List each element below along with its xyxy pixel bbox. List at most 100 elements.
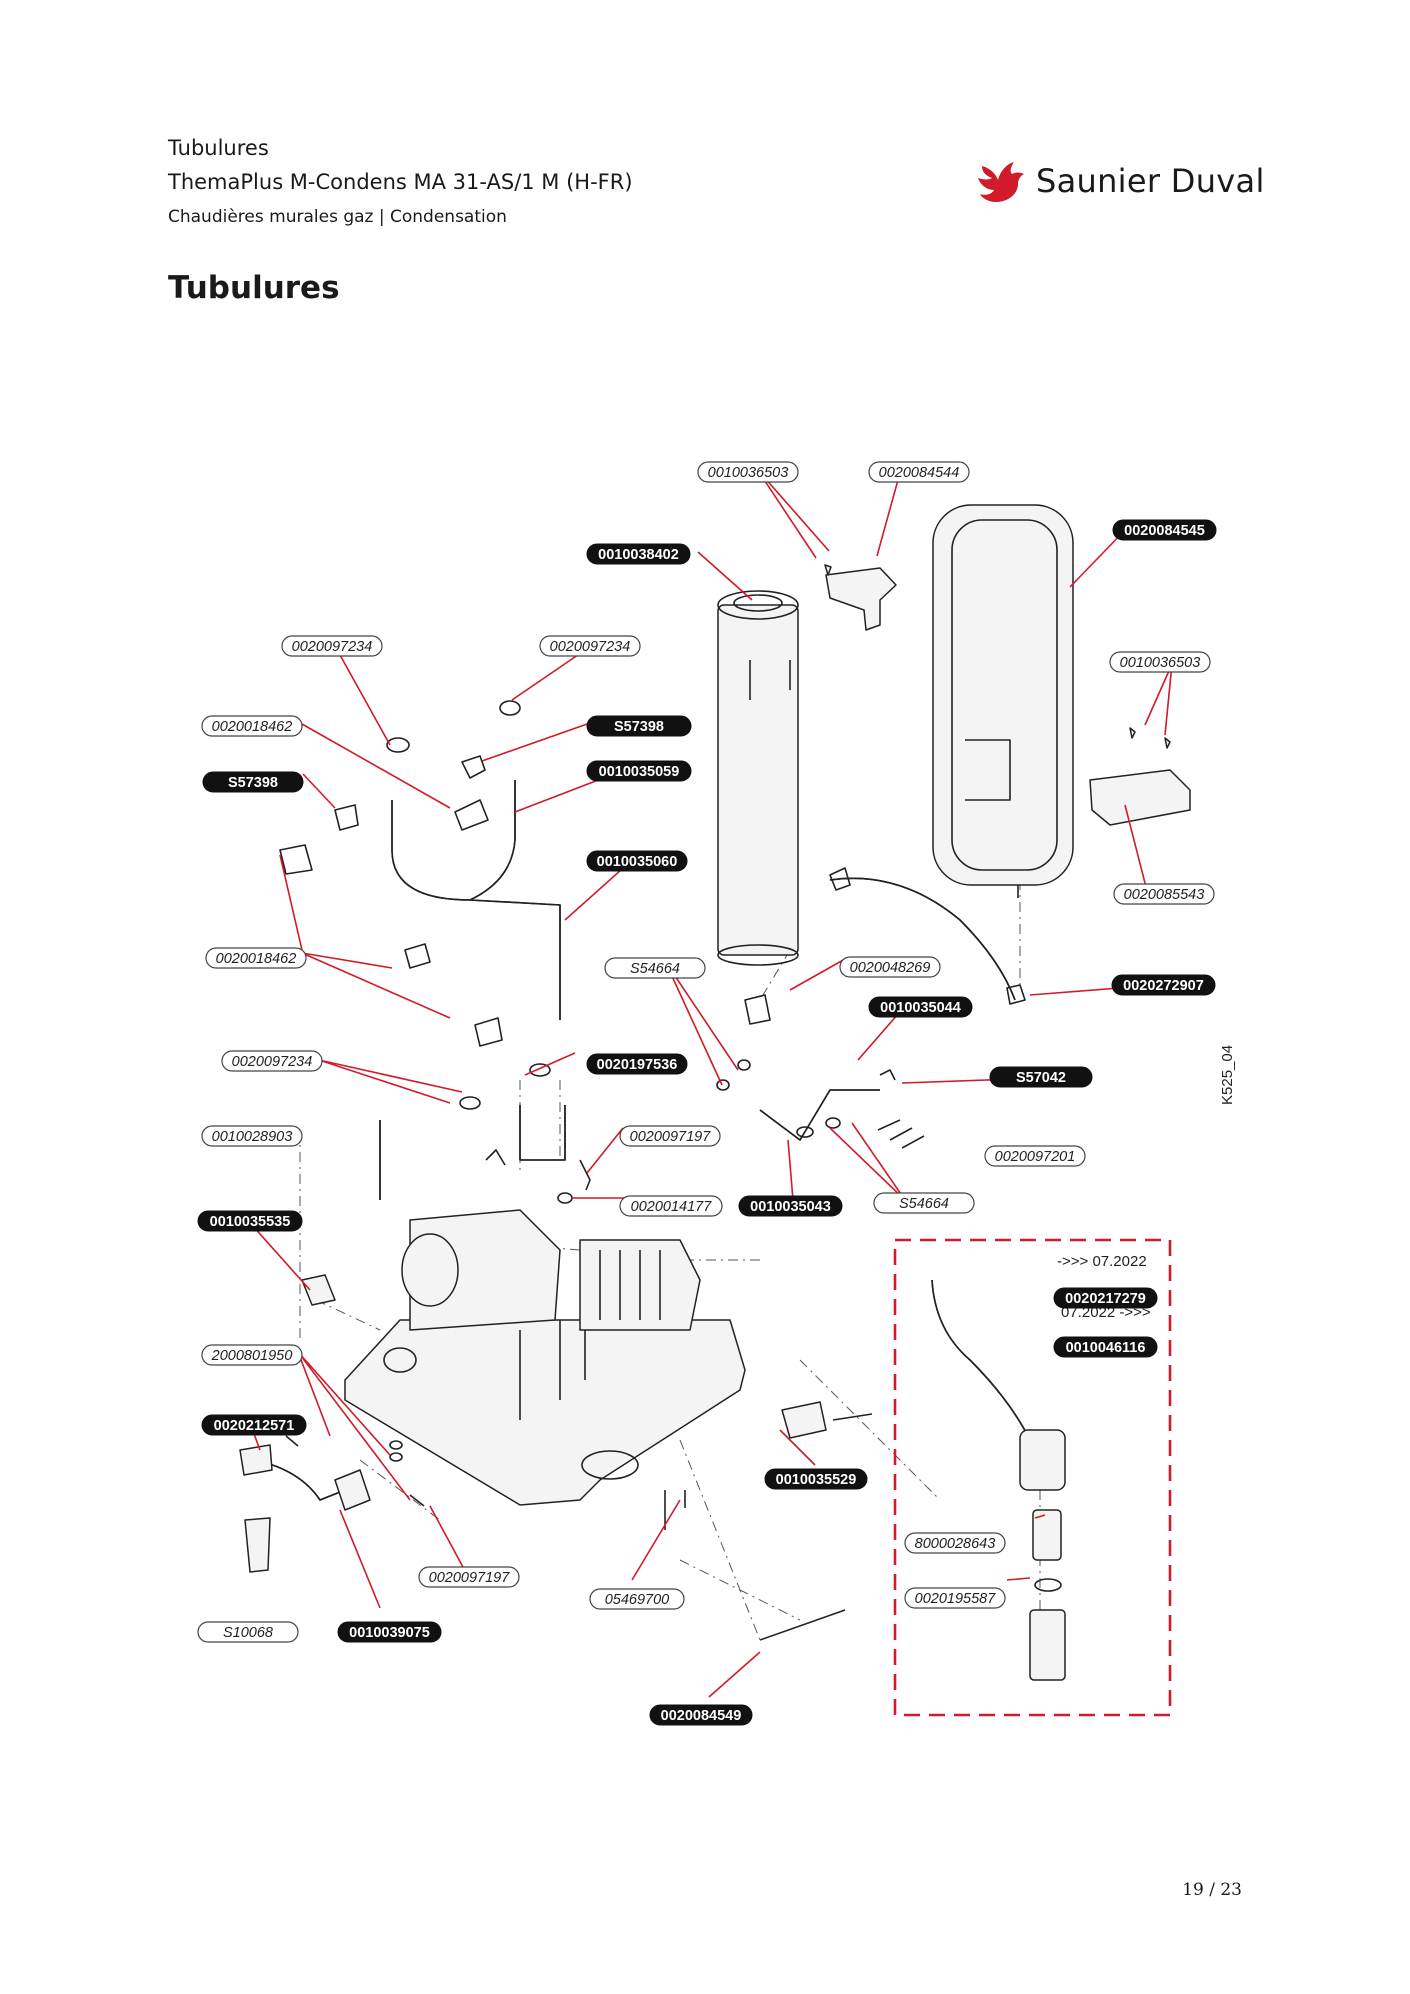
header-category: Chaudières murales gaz | Condensation: [168, 207, 507, 227]
part-number: 0010039075: [349, 1625, 430, 1641]
part-label: 0010036503: [1109, 651, 1211, 673]
part-label-pill: [1112, 519, 1217, 541]
page-number: 19 / 23: [1182, 1880, 1242, 1900]
part-label-pill: [197, 1210, 303, 1232]
part-number: 0010035043: [750, 1199, 831, 1215]
part-number: 0020014177: [631, 1199, 713, 1215]
part-label-pill: [873, 1192, 975, 1214]
part-label-pill: [202, 771, 304, 793]
part-number: 0020097234: [550, 639, 631, 655]
part-label-pill: [586, 1053, 688, 1075]
part-label: S10068: [197, 1621, 299, 1643]
part-label-pill: [201, 1414, 307, 1436]
part-label: S57398: [586, 715, 692, 737]
part-label: 0020097234: [539, 635, 641, 657]
part-label: S57398: [202, 771, 304, 793]
header-section: Tubulures: [168, 136, 269, 160]
part-label-pill: [1113, 883, 1215, 905]
part-label-pill: [221, 1050, 323, 1072]
part-number: S54664: [899, 1196, 949, 1212]
small-parts: [239, 564, 1171, 1573]
part-label-pill: [586, 760, 692, 782]
bird-logo-icon: [978, 162, 1024, 202]
part-label: 0020097197: [418, 1566, 520, 1588]
part-label: 2000801950: [201, 1344, 303, 1366]
part-label-pill: [586, 850, 688, 872]
part-number: S57042: [1016, 1070, 1066, 1086]
part-number: 0010035044: [880, 1000, 961, 1016]
part-label: 0010035043: [738, 1195, 843, 1217]
part-label: 0010046116: [1053, 1336, 1158, 1358]
part-label-pill: [201, 1125, 303, 1147]
part-label: 0010038402: [586, 543, 691, 565]
part-label-pill: [201, 715, 303, 737]
part-number: S10068: [223, 1625, 273, 1641]
part-number: 0020217279: [1065, 1291, 1146, 1307]
storage-cylinder: [717, 590, 799, 966]
part-label: S54664: [604, 957, 706, 979]
part-label: 0020085543: [1113, 883, 1215, 905]
part-label: 0010035535: [197, 1210, 303, 1232]
part-label: 0010035059: [586, 760, 692, 782]
part-label-pill: [586, 543, 691, 565]
part-label: 0010039075: [337, 1621, 442, 1643]
part-number: 0010036503: [708, 465, 789, 481]
part-number: 0020018462: [212, 719, 293, 735]
part-number: 0010035059: [599, 764, 680, 780]
part-label: 0020084545: [1112, 519, 1217, 541]
part-number: 0020097201: [995, 1149, 1076, 1165]
part-number-labels: 0010036503 0020084544 0020084545 0010038402…: [197, 461, 1217, 1726]
part-number: 0010036503: [1120, 655, 1201, 671]
part-number: 05469700: [605, 1592, 670, 1608]
part-label-pill: [738, 1195, 843, 1217]
vessel-bracket: [1089, 769, 1191, 826]
part-label: S57042: [989, 1066, 1093, 1088]
part-label: 0010035060: [586, 850, 688, 872]
part-number: 0010035535: [210, 1214, 291, 1230]
part-label-pill: [868, 461, 970, 483]
boiler-chassis: [344, 1209, 746, 1506]
part-label: 8000028643: [904, 1532, 1006, 1554]
part-label: 0020084544: [868, 461, 970, 483]
part-label: 0020097234: [221, 1050, 323, 1072]
part-label-pill: [839, 956, 941, 978]
part-label-pill: [589, 1588, 685, 1610]
part-label-pill: [205, 947, 307, 969]
brand-logo: Saunier Duval: [976, 158, 1265, 204]
part-label-pill: [649, 1704, 753, 1726]
inset-frame: [893, 1238, 1172, 1717]
part-number: 0010035060: [597, 854, 678, 870]
part-number: 0020084545: [1124, 523, 1205, 539]
part-number: 0010035529: [776, 1472, 857, 1488]
part-label-pill: [904, 1587, 1006, 1609]
part-number: 8000028643: [915, 1536, 996, 1552]
part-label-pill: [604, 957, 706, 979]
figure-id: K525_04: [1219, 1045, 1236, 1105]
part-label-pill: [619, 1125, 721, 1147]
expansion-vessel: [932, 504, 1074, 898]
part-label: 0020018462: [201, 715, 303, 737]
part-number: 0010028903: [212, 1129, 293, 1145]
part-number: 2000801950: [211, 1348, 293, 1364]
part-label: 0020212571: [201, 1414, 307, 1436]
page-title: Tubulures: [168, 270, 340, 306]
part-number: 0020048269: [850, 960, 931, 976]
part-label: 0020197536: [586, 1053, 688, 1075]
part-label: 0020048269: [839, 956, 941, 978]
part-label-pill: [1111, 974, 1216, 996]
part-number: 0010046116: [1066, 1340, 1146, 1356]
part-label-pill: [904, 1532, 1006, 1554]
part-label: 0020097234: [281, 635, 383, 657]
part-number: 0020097197: [630, 1129, 712, 1145]
top-bracket: [825, 567, 897, 631]
part-label: 0020097197: [619, 1125, 721, 1147]
part-label-pill: [1109, 651, 1211, 673]
part-label: 0020195587: [904, 1587, 1006, 1609]
part-label-pill: [989, 1066, 1093, 1088]
part-number: S57398: [614, 719, 664, 735]
part-number: 0020018462: [216, 951, 297, 967]
part-number: 0020084549: [661, 1708, 742, 1724]
part-label: 0020084549: [649, 1704, 753, 1726]
part-number: 0020272907: [1123, 978, 1204, 994]
part-label: 0010036503: [697, 461, 799, 483]
